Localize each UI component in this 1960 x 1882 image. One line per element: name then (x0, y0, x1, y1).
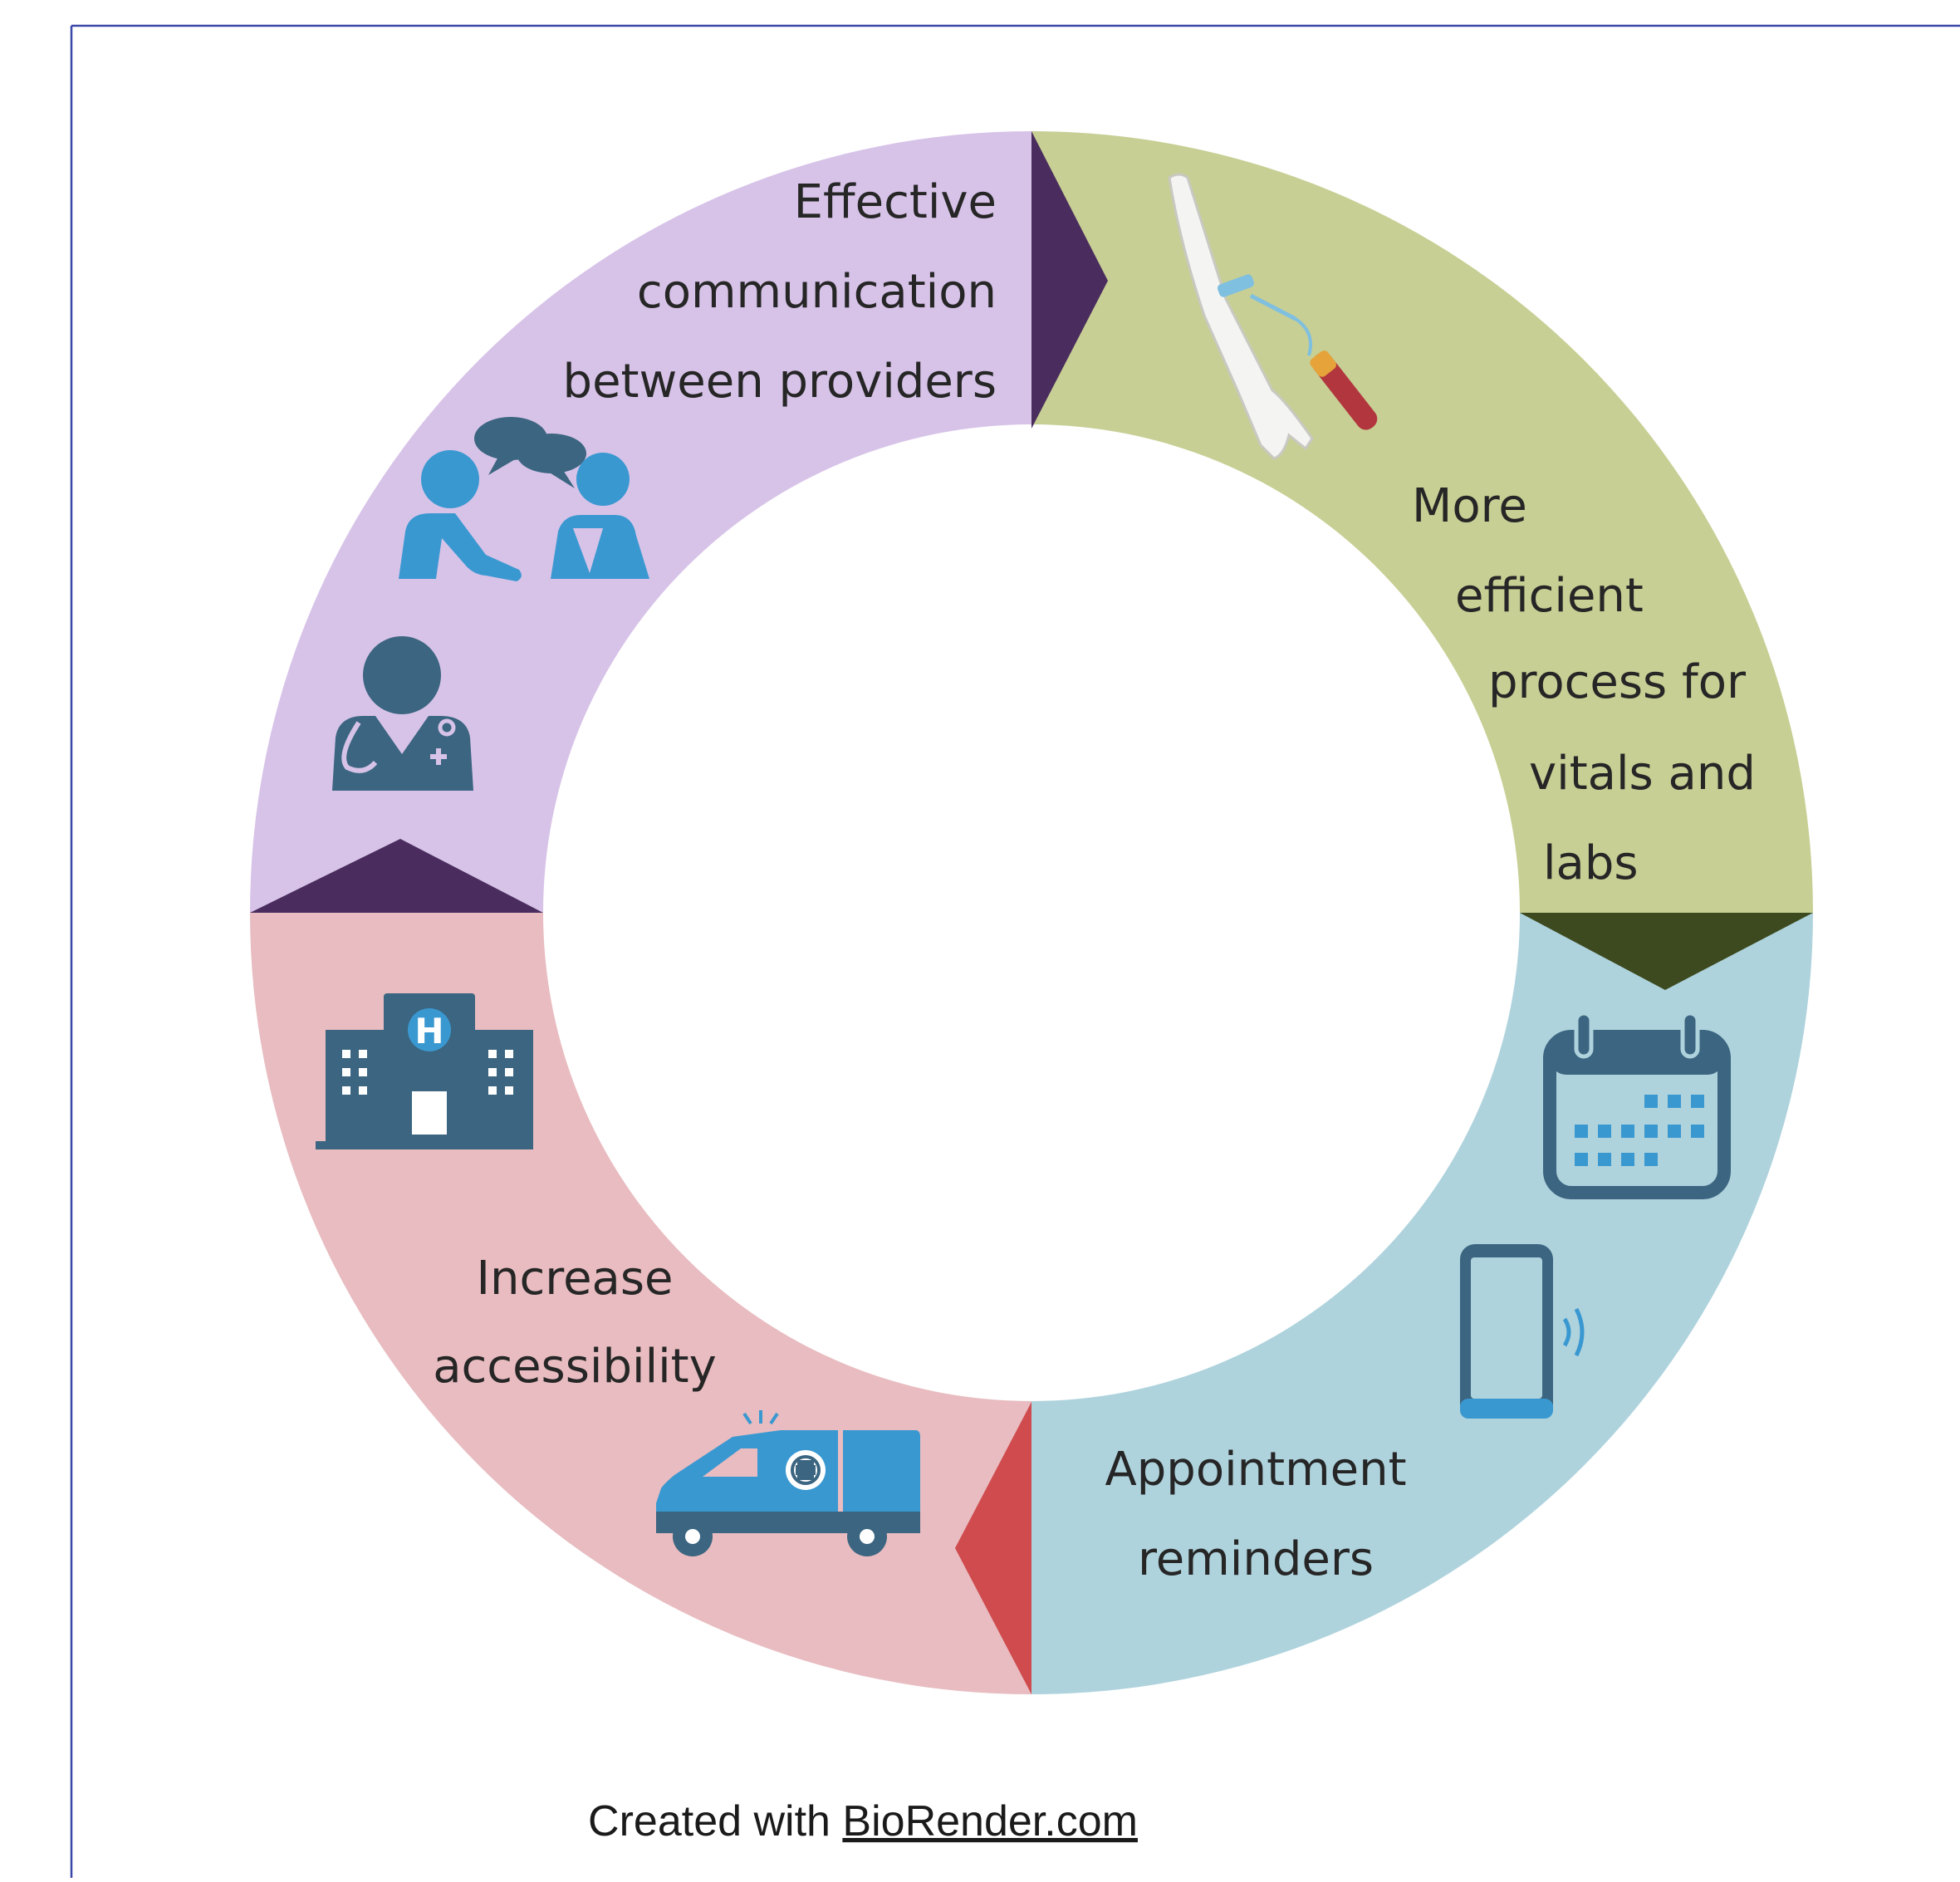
doctor-icon (332, 636, 473, 791)
svg-text:process for: process for (1488, 655, 1747, 709)
label-vitals-labs: More efficient process for vitals and la… (1412, 479, 1756, 890)
footer-prefix: Created with (588, 1797, 842, 1845)
svg-text:reminders: reminders (1138, 1532, 1374, 1586)
arrow-bottom (955, 1402, 1031, 1694)
hospital-icon: H (316, 993, 533, 1149)
svg-text:communication: communication (637, 265, 997, 319)
arrow-top (1031, 131, 1108, 429)
label-communication: Effective communication between provider… (563, 175, 997, 409)
arrow-left (250, 839, 543, 913)
ambulance-icon (656, 1410, 920, 1556)
label-accessibility: Increase accessibility (433, 1252, 717, 1394)
svg-text:More: More (1412, 479, 1527, 533)
svg-text:Increase: Increase (477, 1252, 674, 1306)
segment-communication (250, 131, 1031, 913)
arrow-right (1520, 913, 1813, 990)
svg-text:efficient: efficient (1455, 569, 1644, 623)
svg-text:H: H (414, 1011, 443, 1051)
svg-text:labs: labs (1543, 836, 1639, 890)
svg-text:between providers: between providers (563, 355, 997, 409)
svg-text:accessibility: accessibility (433, 1340, 717, 1394)
label-reminders: Appointment reminders (1105, 1443, 1406, 1586)
calendar-icon (1543, 1011, 1731, 1199)
svg-text:vitals and: vitals and (1529, 747, 1756, 801)
blood-draw-arm-icon (1168, 173, 1378, 460)
smartphone-icon (1460, 1244, 1585, 1419)
svg-text:Appointment: Appointment (1105, 1443, 1406, 1497)
segment-reminders (1031, 913, 1813, 1694)
people-conversation-icon (399, 417, 649, 581)
biorender-link[interactable]: BioRender.com (842, 1797, 1138, 1845)
footer-credit: Created with BioRender.com (588, 1797, 1138, 1845)
svg-text:Effective: Effective (794, 175, 997, 229)
